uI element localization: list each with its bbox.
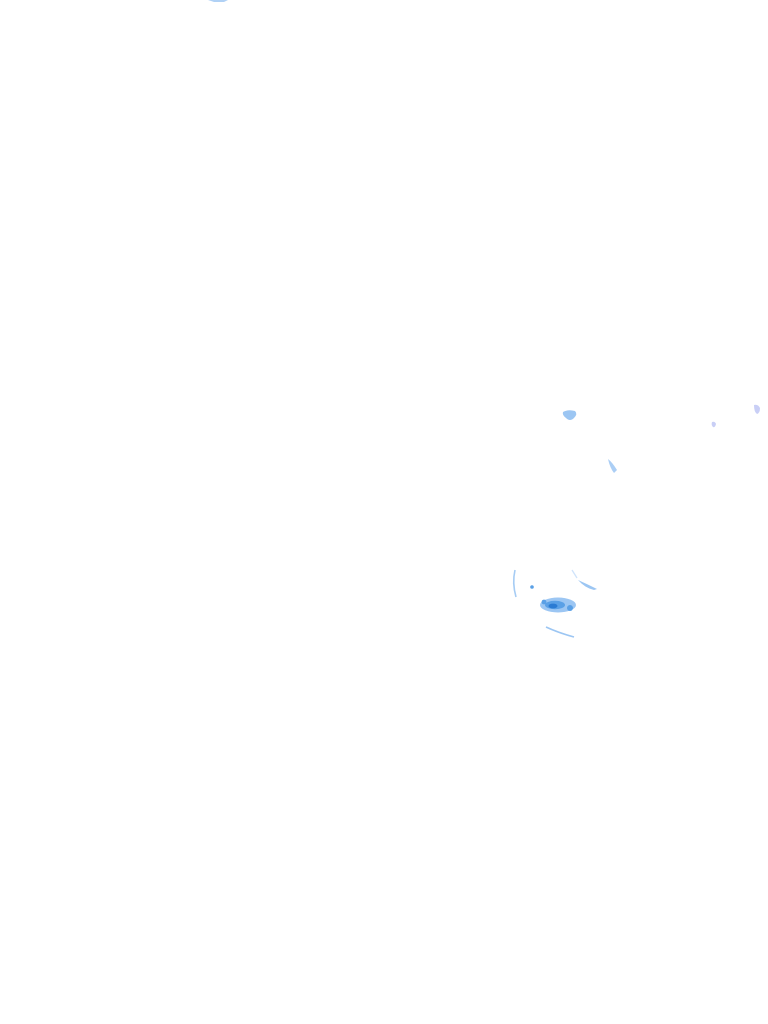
radar-echo — [608, 459, 617, 473]
radar-echo — [530, 585, 534, 589]
radar-echo — [571, 569, 578, 579]
radar-echo — [754, 404, 760, 414]
radar-echo — [548, 603, 558, 609]
radar-echo — [512, 569, 517, 598]
radar-echo — [562, 410, 577, 420]
radar-echo-cluster — [540, 597, 576, 613]
radar-echo — [541, 599, 547, 605]
radar-echo — [711, 421, 716, 428]
radar-echo — [578, 580, 597, 590]
radar-echo — [545, 626, 575, 638]
radar-echo — [567, 605, 573, 611]
radar-echo — [208, 0, 228, 2]
